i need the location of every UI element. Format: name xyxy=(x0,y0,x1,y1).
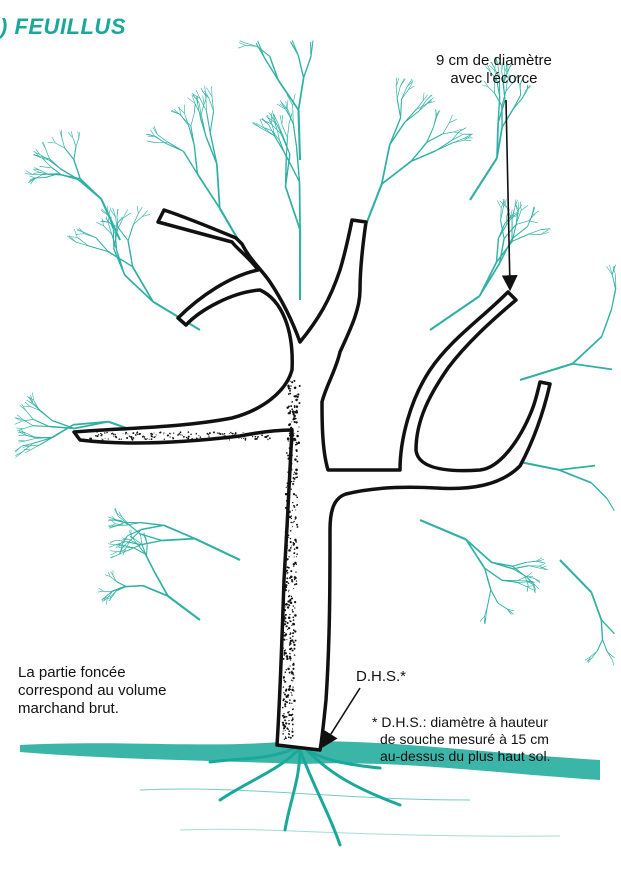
dhs-leader xyxy=(324,688,360,745)
page-title: ) FEUILLUS xyxy=(0,14,126,40)
diameter-leader xyxy=(506,100,510,288)
dark-part-label: La partie foncée correspond au volume ma… xyxy=(18,664,166,718)
dhs-footnote: * D.H.S.: diamètre à hauteur de souche m… xyxy=(372,714,550,765)
dhs-label: D.H.S.* xyxy=(356,668,406,686)
diameter-label: 9 cm de diamètre avec l'écorce xyxy=(436,52,552,88)
